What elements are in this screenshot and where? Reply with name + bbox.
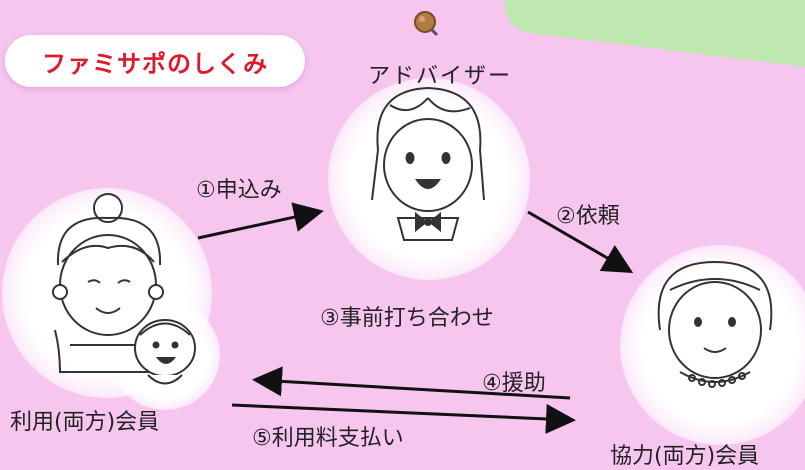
user-member-label: 利用(両方)会員	[10, 410, 160, 435]
arrow-apply	[197, 202, 324, 240]
step-3-label: ③事前打ち合わせ	[320, 306, 494, 331]
arrow-payment	[231, 403, 576, 434]
step-1-label: ①申込み	[196, 178, 282, 203]
child-illustration	[134, 319, 196, 385]
arrow-request	[527, 210, 634, 274]
step-5-label: ⑤利用料支払い	[252, 426, 404, 451]
diagram-title: ファミサポのしくみ	[42, 49, 268, 78]
step-4-label: ④援助	[482, 371, 546, 396]
title-badge: ファミサポのしくみ	[5, 35, 305, 87]
arrow-support	[252, 366, 571, 400]
magnifier-icon	[414, 11, 439, 37]
helper-member-illustration	[657, 260, 773, 388]
user-member-illustration	[52, 193, 164, 373]
adviser-illustration	[371, 86, 485, 241]
step-2-label: ②依頼	[556, 204, 620, 229]
adviser-label: アドバイザー	[368, 64, 513, 89]
helper-member-label: 協力(両方)会員	[610, 444, 760, 469]
